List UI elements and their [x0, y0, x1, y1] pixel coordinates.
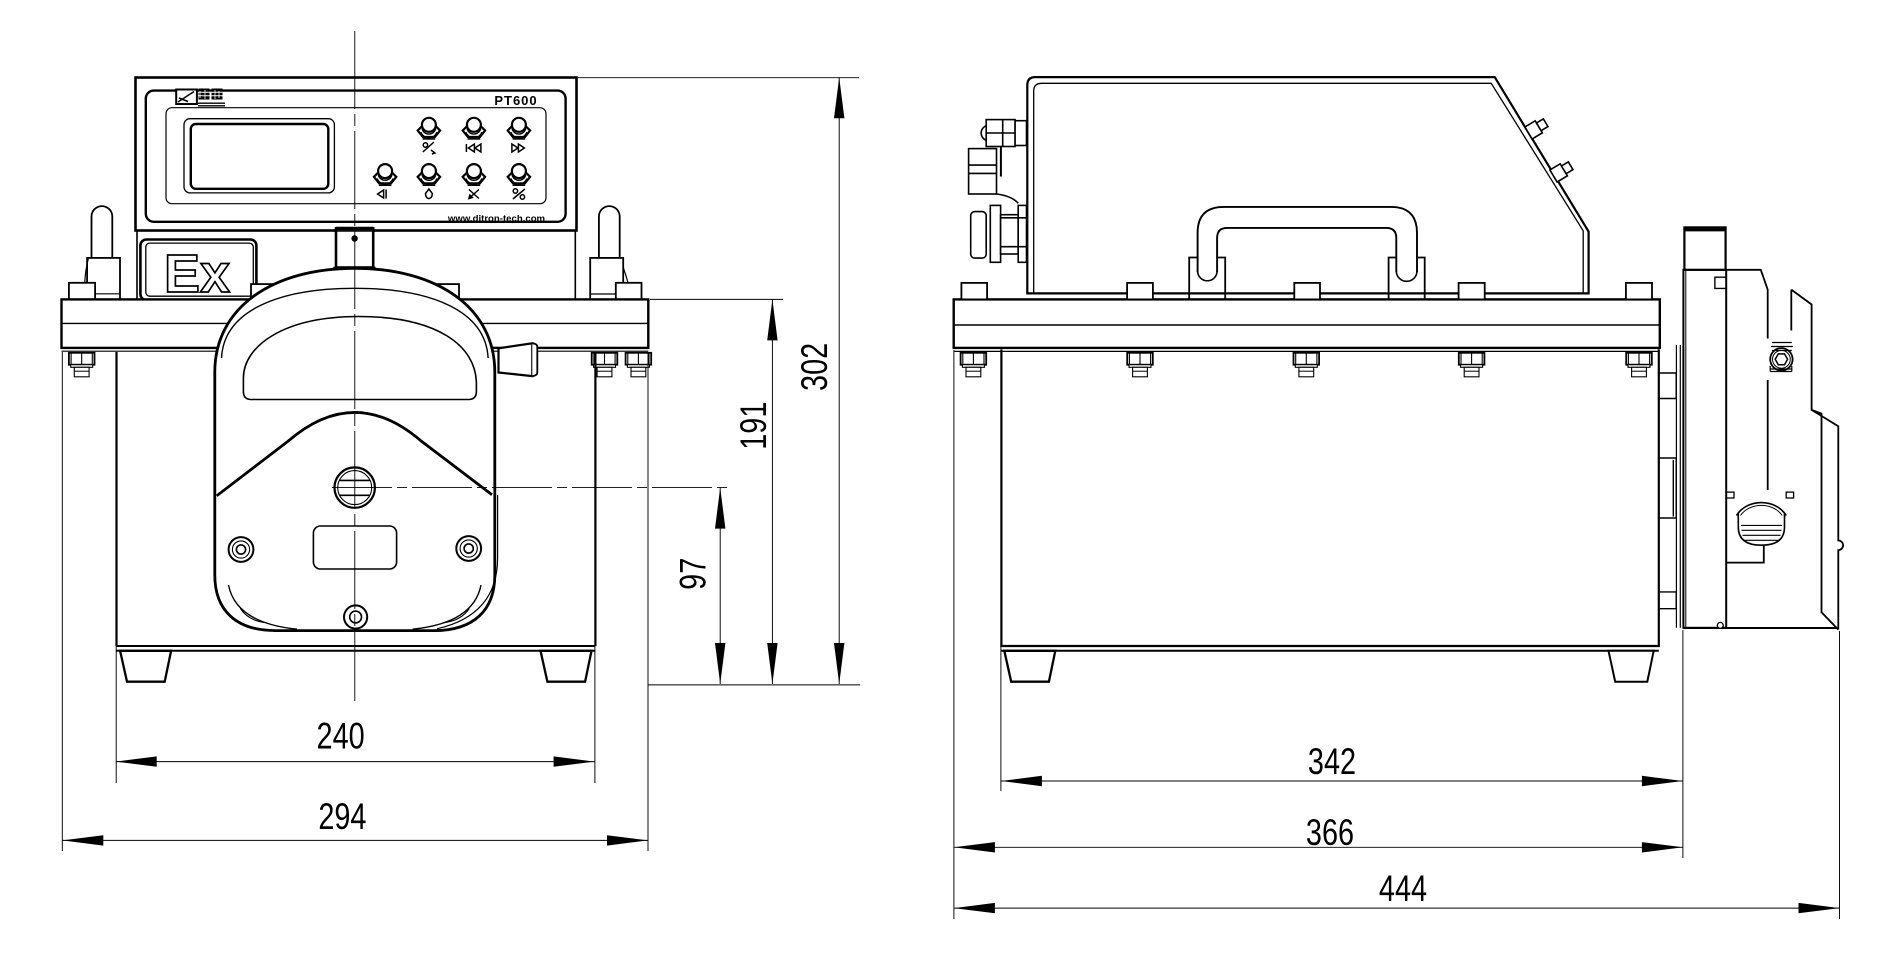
svg-text:294: 294	[318, 797, 366, 838]
svg-text:240: 240	[317, 716, 365, 757]
svg-text:366: 366	[1306, 813, 1354, 854]
svg-text:191: 191	[734, 402, 775, 450]
svg-text:PT600: PT600	[494, 93, 537, 108]
svg-text:97: 97	[673, 558, 714, 590]
svg-text:342: 342	[1308, 742, 1356, 783]
svg-text:www.ditron-tech.com: www.ditron-tech.com	[447, 214, 545, 225]
svg-text:Ex: Ex	[164, 244, 230, 304]
svg-text:302: 302	[795, 343, 836, 391]
svg-text:444: 444	[1379, 869, 1427, 910]
